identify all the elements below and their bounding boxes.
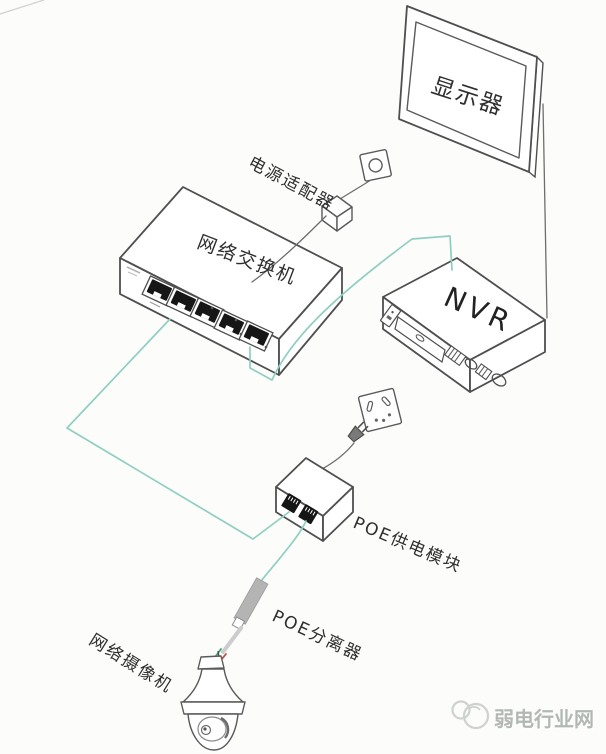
nvr-tray-notch [415, 334, 425, 342]
camera-flange [180, 701, 246, 715]
nvr-round-port-1 [464, 358, 478, 370]
power-adapter [321, 195, 353, 232]
camera-bell [182, 668, 244, 703]
poe-power-module [275, 457, 354, 542]
nvr-vent-block [474, 363, 493, 381]
camera-lens-shade [220, 716, 230, 739]
camera-lens-ring [197, 716, 227, 742]
corner-artifact-line [0, 0, 45, 15]
camera-mount [197, 655, 225, 670]
socket-adapter-cable [339, 179, 372, 200]
power-adapter-assembly [251, 149, 392, 283]
dome-camera [180, 650, 246, 751]
socket-hole [368, 158, 383, 173]
power-outlet [357, 387, 403, 433]
cable-switch-to-poe [66, 318, 290, 540]
label-poe-splitter: POE分离器 [269, 606, 366, 665]
nvr [380, 257, 546, 393]
poe-port-2 [298, 504, 319, 525]
plug-poe-cable [321, 442, 355, 470]
switch-port-5 [238, 320, 274, 352]
monitor-nvr-cable [542, 103, 548, 319]
outlet-slot-right [381, 396, 391, 407]
monitor-screen [406, 21, 527, 159]
network-switch [119, 186, 343, 376]
label-poe-power-module: POE供电模块 [350, 513, 465, 577]
cable-poe-to-splitter [260, 520, 307, 582]
adapter-switch-cable [251, 215, 327, 283]
switch-logo [126, 266, 141, 277]
nvr-round-port-2 [491, 373, 507, 387]
splitter-body [233, 577, 269, 625]
power-plug [347, 421, 369, 443]
camera-dome [187, 713, 239, 751]
poe-splitter [206, 577, 269, 672]
nvr-usb-block [444, 345, 467, 367]
camera-lens [200, 724, 212, 736]
nvr-power-button [380, 304, 402, 328]
splitter-cable [221, 626, 243, 654]
poe-right-face [322, 486, 354, 542]
label-network-camera: 网络摄像机 [85, 630, 176, 697]
camera-lens-dot [203, 727, 207, 731]
switch-led-dots [149, 301, 268, 349]
watermark-text: 弱电行业网 [494, 707, 594, 731]
poe-port-1 [281, 493, 302, 514]
nvr-disc-tray [394, 316, 446, 363]
cable-switch-to-nvr [249, 235, 453, 381]
watermark-logo-icon [451, 700, 490, 730]
wall-socket [359, 149, 392, 182]
switch-port-2 [165, 286, 201, 318]
watermark-text-highlight: 弱电行业网 [496, 709, 596, 733]
outlet-slot-left [366, 400, 374, 412]
monitor [398, 5, 544, 179]
watermark: 弱电行业网 弱电行业网 [451, 700, 596, 733]
switch-right-face [278, 267, 343, 376]
label-power-adapter: 电源适配器 [245, 153, 338, 215]
